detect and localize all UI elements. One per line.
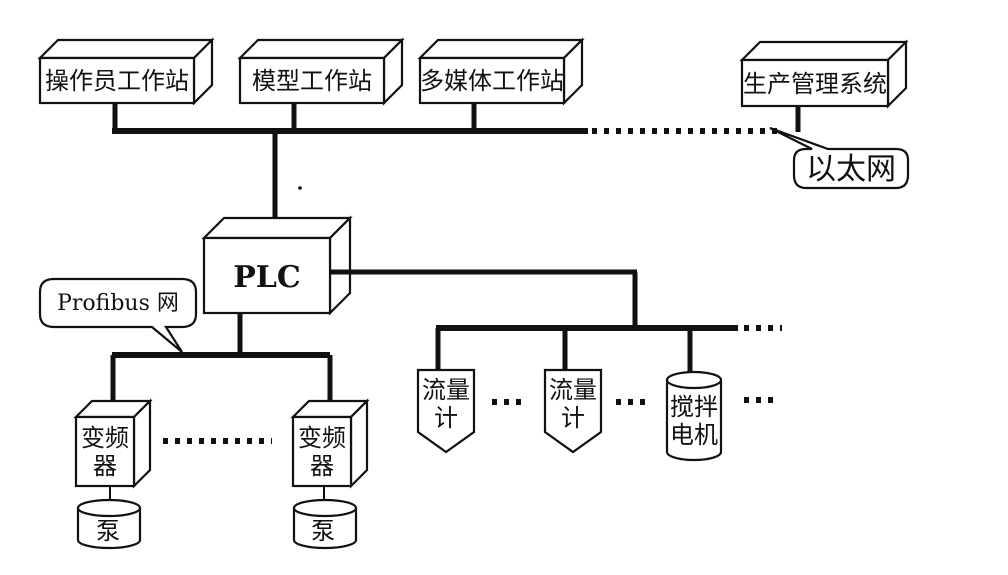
pump-2: 泵 xyxy=(292,498,358,550)
pump1-label: 泵 xyxy=(96,517,120,545)
production-management-label: 生产管理系统 xyxy=(743,70,887,98)
flowmeter1-label-line2: 计 xyxy=(434,404,458,432)
inverter2-label-line2: 器 xyxy=(310,452,334,480)
model-workstation: 模型工作站 xyxy=(237,37,405,106)
ethernet-callout: 以太网 xyxy=(769,126,910,190)
inverter-2: 变频 器 xyxy=(290,398,370,489)
flowmeter2-label-line2: 计 xyxy=(561,404,585,432)
ethernet-label: 以太网 xyxy=(806,152,896,187)
mixer-label-line2: 电机 xyxy=(670,421,718,449)
operator-workstation-label: 操作员工作站 xyxy=(45,67,189,95)
profibus-callout: Profibus 网 xyxy=(38,277,198,353)
operator-workstation: 操作员工作站 xyxy=(37,37,215,106)
pump2-label: 泵 xyxy=(311,517,335,545)
inverter2-label-line1: 变频 xyxy=(298,424,346,452)
flowmeter-1: 流量 计 xyxy=(416,368,476,454)
flowmeter2-label-line1: 流量 xyxy=(549,376,597,404)
plc-label: PLC xyxy=(233,260,301,295)
plc-controller: PLC xyxy=(201,215,353,316)
pump-1: 泵 xyxy=(76,498,142,550)
inverter-1: 变频 器 xyxy=(73,398,153,489)
flowmeter1-label-line1: 流量 xyxy=(422,376,470,404)
stray-dot xyxy=(298,186,302,190)
production-management-system: 生产管理系统 xyxy=(739,39,909,109)
model-workstation-label: 模型工作站 xyxy=(252,67,372,95)
flowmeter-2: 流量 计 xyxy=(543,368,603,454)
inverter1-label-line2: 器 xyxy=(93,452,117,480)
multimedia-workstation: 多媒体工作站 xyxy=(417,37,585,106)
multimedia-workstation-label: 多媒体工作站 xyxy=(420,67,564,95)
mixer-label-line1: 搅拌 xyxy=(670,393,718,421)
mixer-motor: 搅拌 电机 xyxy=(665,370,723,462)
profibus-label: Profibus 网 xyxy=(57,291,179,316)
inverter1-label-line1: 变频 xyxy=(81,424,129,452)
